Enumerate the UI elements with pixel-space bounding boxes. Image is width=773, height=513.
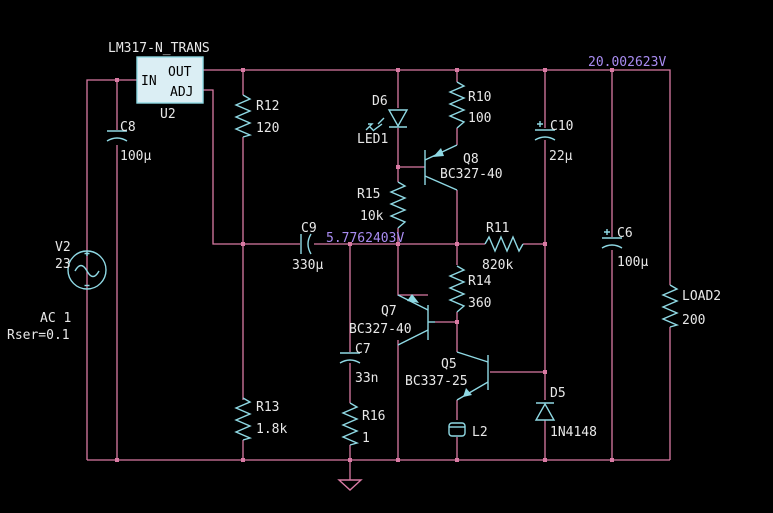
probe-output-voltage[interactable]: 20.002623V — [588, 55, 666, 70]
led-d6[interactable] — [365, 109, 409, 132]
r12-ref: R12 — [256, 99, 279, 114]
q5-model: BC337-25 — [405, 374, 468, 389]
resistor-r14[interactable] — [448, 265, 466, 313]
r15-value: 10k — [360, 209, 384, 224]
d6-model: LED1 — [357, 132, 388, 147]
r13-value: 1.8k — [256, 422, 287, 437]
capacitor-c9[interactable] — [300, 233, 312, 255]
regulator-ref: U2 — [160, 107, 176, 122]
r13-ref: R13 — [256, 400, 279, 415]
regulator-pin-in: IN — [141, 74, 157, 89]
q5-ref: Q5 — [441, 357, 457, 372]
r12-value: 120 — [256, 121, 279, 136]
r16-ref: R16 — [362, 409, 385, 424]
inductor-l2[interactable] — [448, 422, 466, 437]
resistor-r10[interactable] — [448, 81, 466, 129]
capacitor-c10[interactable] — [534, 121, 556, 141]
q8-ref: Q8 — [463, 152, 479, 167]
d5-model: 1N4148 — [550, 425, 597, 440]
q7-model: BC327-40 — [349, 322, 412, 337]
ac-source-v2[interactable] — [67, 250, 107, 290]
diode-d5[interactable] — [534, 402, 556, 421]
regulator-u2[interactable]: IN OUT ADJ — [136, 56, 204, 104]
resistor-r12[interactable] — [234, 94, 253, 138]
resistor-r11[interactable] — [484, 235, 524, 253]
c9-ref: C9 — [301, 221, 317, 236]
source-rser: Rser=0.1 — [7, 328, 70, 343]
resistor-r16[interactable] — [341, 402, 360, 446]
source-ref: V2 — [55, 240, 71, 255]
c10-ref: C10 — [550, 119, 573, 134]
r14-value: 360 — [468, 296, 491, 311]
capacitor-c6[interactable] — [601, 229, 623, 249]
r14-ref: R14 — [468, 274, 492, 289]
capacitor-c8[interactable] — [106, 130, 128, 142]
c6-value: 100µ — [617, 255, 648, 270]
regulator-pin-out: OUT — [168, 65, 192, 80]
r11-ref: R11 — [486, 221, 509, 236]
probe-mid-voltage[interactable]: 5.7762403V — [326, 231, 404, 246]
d6-ref: D6 — [372, 94, 388, 109]
q8-model: BC327-40 — [440, 167, 503, 182]
source-value: 23 — [55, 257, 71, 272]
regulator-pin-adj: ADJ — [170, 85, 193, 100]
transistor-q8[interactable] — [424, 144, 458, 191]
ground-symbol — [337, 479, 363, 491]
capacitor-c7[interactable] — [339, 352, 361, 364]
resistor-r15[interactable] — [389, 181, 407, 229]
resistor-load2[interactable] — [661, 284, 680, 328]
r11-value: 820k — [482, 258, 513, 273]
source-type: AC 1 — [40, 311, 71, 326]
r16-value: 1 — [362, 431, 370, 446]
r10-value: 100 — [468, 111, 491, 126]
c7-ref: C7 — [355, 342, 371, 357]
junctions — [115, 68, 614, 462]
c6-ref: C6 — [617, 226, 633, 241]
d5-ref: D5 — [550, 386, 566, 401]
r10-ref: R10 — [468, 90, 491, 105]
transistor-q5[interactable] — [456, 351, 489, 401]
c10-value: 22µ — [549, 149, 573, 164]
c8-value: 100µ — [120, 149, 151, 164]
c9-value: 330µ — [292, 258, 323, 273]
transistor-q7[interactable] — [397, 294, 435, 346]
l2-ref: L2 — [472, 425, 488, 440]
regulator-name: LM317-N_TRANS — [108, 41, 210, 56]
load-value: 200 — [682, 313, 705, 328]
load-ref: LOAD2 — [682, 289, 721, 304]
r15-ref: R15 — [357, 187, 380, 202]
c7-value: 33n — [355, 371, 378, 386]
wires — [86, 69, 671, 480]
c8-ref: C8 — [120, 120, 136, 135]
resistor-r13[interactable] — [234, 397, 253, 441]
q7-ref: Q7 — [381, 304, 397, 319]
